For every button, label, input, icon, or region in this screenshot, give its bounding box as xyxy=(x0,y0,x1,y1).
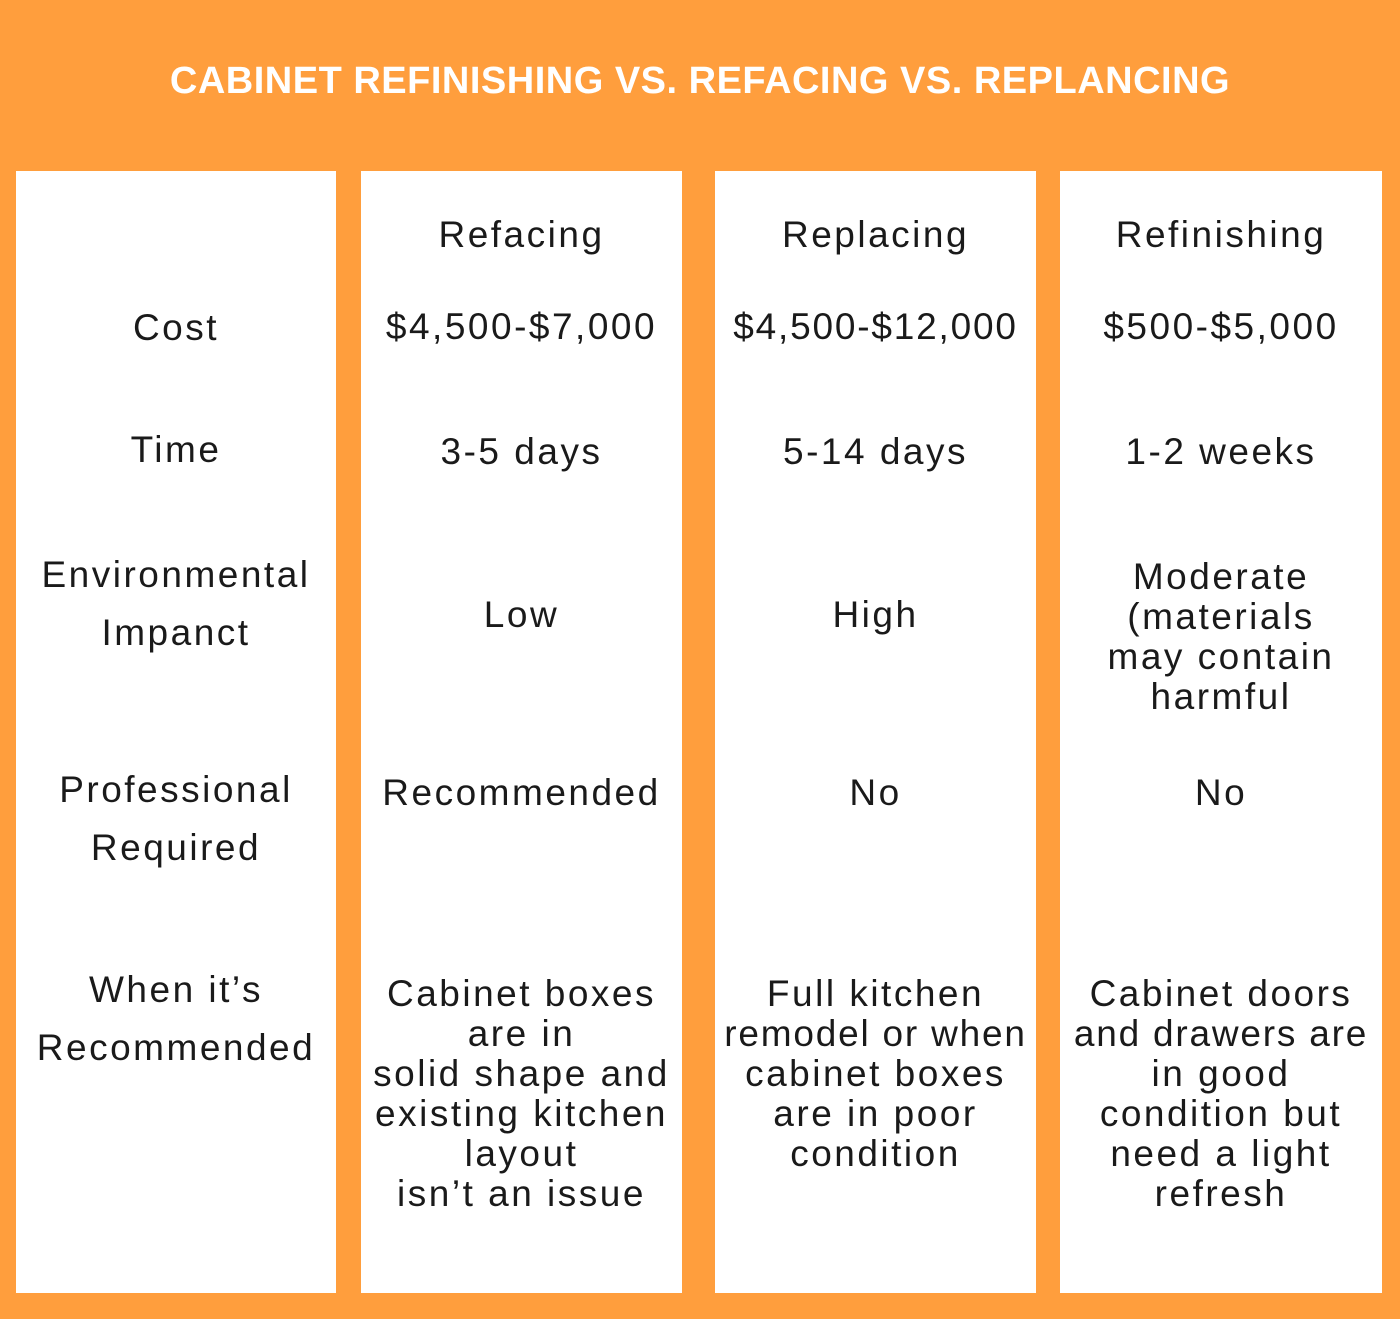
cost-value-refinishing: $500-$5,000 xyxy=(1103,306,1339,347)
recommended-line-replacing: remodel or when xyxy=(724,1013,1027,1054)
row-label-professional: Professional xyxy=(59,769,293,810)
recommended-line-refinishing: condition but xyxy=(1099,1093,1343,1134)
row-label-environmental-line2: Impanct xyxy=(101,612,251,653)
recommended-line-refinishing: Cabinet doors xyxy=(1089,973,1353,1014)
row-label-professional-line2: Required xyxy=(90,827,262,868)
column-refinishing: Refinishing $500-$5,000 1-2 weeks Modera… xyxy=(1060,171,1382,1293)
professional-value-replacing: No xyxy=(849,772,902,813)
page-title: CABINET REFINISHING VS. REFACING VS. REP… xyxy=(169,60,1231,102)
time-value-replacing: 5-14 days xyxy=(783,431,968,472)
row-label-when-line2: Recommended xyxy=(36,1027,316,1068)
row-labels-panel: Cost Time Environmental Impanct Professi… xyxy=(16,171,336,1293)
recommended-line-refacing: existing kitchen xyxy=(375,1093,668,1134)
recommended-line-replacing: Full kitchen xyxy=(766,973,985,1014)
environmental-line-refinishing: may contain xyxy=(1107,636,1335,677)
row-label-time: Time xyxy=(130,429,222,470)
environmental-value-replacing: High xyxy=(832,594,919,635)
column-header-refinishing: Refinishing xyxy=(1115,214,1327,255)
column-refacing: Refacing $4,500-$7,000 3-5 days Low Reco… xyxy=(361,171,682,1293)
recommended-line-replacing: are in poor xyxy=(773,1093,978,1134)
cost-value-replacing: $4,500-$12,000 xyxy=(733,306,1018,347)
environmental-line-refinishing: Moderate xyxy=(1132,556,1310,597)
environmental-value-refacing: Low xyxy=(483,594,560,635)
recommended-line-refacing: Cabinet boxes xyxy=(386,973,657,1014)
column-header-refacing: Refacing xyxy=(438,214,605,255)
cost-value-refacing: $4,500-$7,000 xyxy=(385,306,658,347)
recommended-line-refinishing: in good xyxy=(1151,1053,1291,1094)
recommended-line-refacing: are in xyxy=(467,1013,576,1054)
recommended-line-refacing: layout xyxy=(464,1133,579,1174)
professional-value-refinishing: No xyxy=(1194,772,1248,813)
row-label-environmental: Environmental xyxy=(41,554,311,595)
row-label-cost: Cost xyxy=(132,307,220,348)
row-label-when: When it’s xyxy=(89,969,263,1010)
recommended-line-refinishing: need a light xyxy=(1110,1133,1332,1174)
recommended-line-refinishing: and drawers are xyxy=(1073,1013,1369,1054)
environmental-line-refinishing: (materials xyxy=(1127,596,1315,637)
recommended-line-replacing: cabinet boxes xyxy=(745,1053,1006,1094)
time-value-refinishing: 1-2 weeks xyxy=(1125,431,1317,472)
professional-value-refacing: Recommended xyxy=(382,772,661,813)
environmental-line-refinishing: harmful xyxy=(1150,676,1292,717)
recommended-line-refacing: solid shape and xyxy=(373,1053,670,1094)
column-header-replacing: Replacing xyxy=(781,214,970,255)
column-replacing: Replacing $4,500-$12,000 5-14 days High … xyxy=(715,171,1036,1293)
recommended-line-refinishing: refresh xyxy=(1154,1173,1288,1214)
recommended-line-replacing: condition xyxy=(790,1133,961,1174)
time-value-refacing: 3-5 days xyxy=(440,431,603,472)
recommended-line-refacing: isn’t an issue xyxy=(397,1173,646,1214)
